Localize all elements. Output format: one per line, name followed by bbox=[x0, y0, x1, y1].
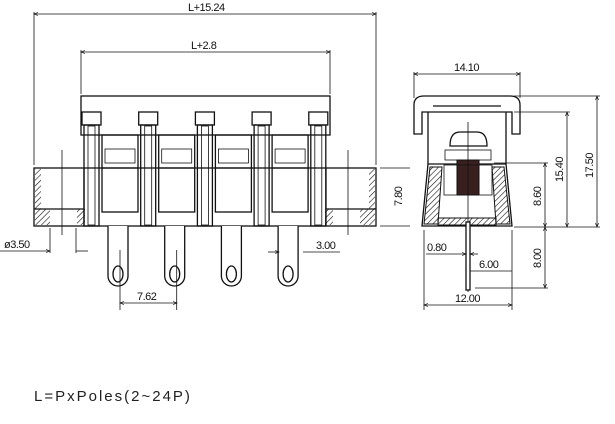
separator-tab bbox=[194, 111, 216, 126]
solder-pin bbox=[107, 226, 129, 287]
terminal-cell bbox=[101, 134, 139, 213]
clamp bbox=[217, 148, 249, 164]
side-view: 14.10 17.50 15.40 8.60 8.00 0.80 6.00 12… bbox=[414, 62, 600, 310]
label-pin-width: 3.00 bbox=[316, 240, 336, 252]
terminal-cell bbox=[158, 134, 196, 213]
label-base-width: 12.00 bbox=[455, 293, 480, 305]
solder-pin bbox=[164, 226, 186, 287]
label-total-height: 17.50 bbox=[584, 153, 596, 178]
label-base-height: 7.80 bbox=[393, 186, 405, 206]
separator-tab bbox=[81, 111, 102, 126]
label-pin-offset: 6.00 bbox=[479, 259, 499, 271]
label-pin-length: 8.00 bbox=[532, 248, 544, 268]
clamp bbox=[161, 148, 193, 164]
label-cover-length: L+2.8 bbox=[191, 40, 217, 52]
separator-post bbox=[310, 124, 327, 227]
pin-hole bbox=[225, 265, 238, 283]
pin-hole bbox=[112, 265, 124, 283]
cover-cap bbox=[413, 95, 521, 135]
separator-post bbox=[83, 124, 100, 227]
screw-head bbox=[449, 131, 488, 147]
terminal-cell bbox=[271, 134, 309, 213]
label-body-height: 15.40 bbox=[554, 157, 566, 182]
separator-post bbox=[253, 124, 270, 227]
label-cap-width: 14.10 bbox=[454, 62, 479, 74]
clamp bbox=[274, 148, 306, 164]
separator-post bbox=[140, 124, 157, 227]
terminal-cell bbox=[214, 134, 253, 213]
base bbox=[33, 167, 377, 227]
solder-pin bbox=[220, 226, 243, 287]
pole-formula-note: L=PxPoles(2~24P) bbox=[34, 388, 192, 405]
top-cover bbox=[80, 95, 331, 136]
label-housing-height: 8.60 bbox=[532, 186, 544, 206]
label-pitch: 7.62 bbox=[137, 291, 157, 303]
front-view: L+15.24 L+2.8 ø3.50 3.00 7.62 7.80 bbox=[0, 2, 410, 310]
side-pin bbox=[465, 221, 471, 291]
separator-tab bbox=[308, 111, 329, 126]
solder-pin bbox=[277, 226, 299, 287]
clamp bbox=[104, 148, 136, 164]
separator-tab bbox=[251, 111, 272, 126]
separator-tab bbox=[138, 111, 159, 126]
label-overall-length: L+15.24 bbox=[188, 2, 225, 14]
pin-hole bbox=[282, 265, 294, 283]
label-mount-hole: ø3.50 bbox=[4, 239, 30, 251]
separator-post bbox=[196, 124, 214, 227]
label-pin-thickness: 0.80 bbox=[427, 242, 447, 254]
pin-hole bbox=[169, 265, 181, 283]
